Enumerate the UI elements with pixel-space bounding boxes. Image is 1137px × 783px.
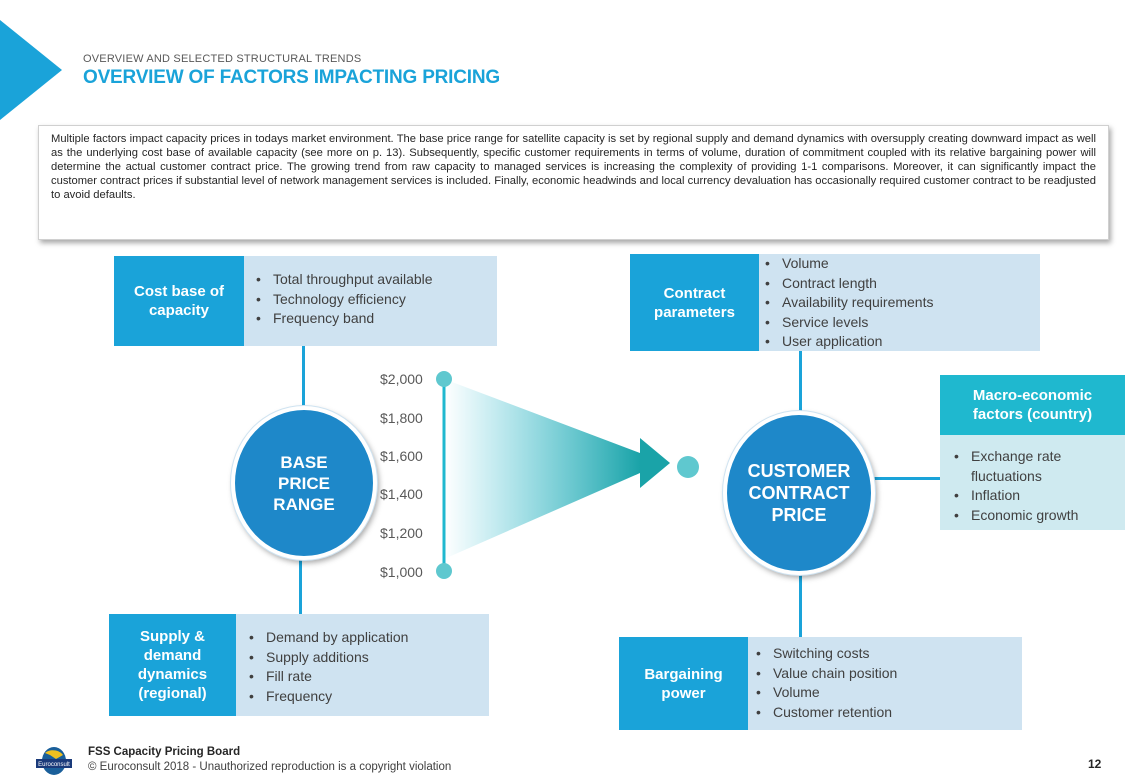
cost-base-title: Cost base of capacity <box>114 256 244 346</box>
supply-demand-list: Demand by application Supply additions F… <box>247 628 489 706</box>
intro-text: Multiple factors impact capacity prices … <box>51 133 1096 201</box>
list-item: Inflation <box>952 486 1125 506</box>
connector-supply-demand <box>299 560 302 616</box>
price-tick: $1,400 <box>380 486 423 502</box>
price-tick: $1,800 <box>380 410 423 426</box>
customer-price-label: CUSTOMER CONTRACT PRICE <box>747 461 851 525</box>
bargaining-body: Switching costs Value chain position Vol… <box>744 637 1022 730</box>
price-cone-graphic <box>436 371 699 579</box>
supply-demand-title: Supply & demand dynamics (regional) <box>109 614 236 716</box>
supply-demand-body: Demand by application Supply additions F… <box>233 614 489 716</box>
price-tick: $1,600 <box>380 448 423 464</box>
list-item: Customer retention <box>754 703 1022 723</box>
footer-copyright: © Euroconsult 2018 - Unauthorized reprod… <box>88 761 452 773</box>
macro-list: Exchange rate fluctuations Inflation Eco… <box>952 447 1125 525</box>
footer-title: FSS Capacity Pricing Board <box>88 746 241 758</box>
list-item: Supply additions <box>247 648 489 668</box>
connector-macro <box>868 477 940 480</box>
list-item: Technology efficiency <box>254 290 497 310</box>
list-item: Switching costs <box>754 644 1022 664</box>
bargaining-list: Switching costs Value chain position Vol… <box>754 644 1022 722</box>
contract-body: Volume Contract length Availability requ… <box>755 254 1040 351</box>
price-tick: $1,200 <box>380 525 423 541</box>
list-item: Volume <box>754 683 1022 703</box>
price-tick: $2,000 <box>380 371 423 387</box>
cost-base-list: Total throughput available Technology ef… <box>254 270 497 329</box>
connector-contract <box>799 351 802 411</box>
macro-title: Macro-economic factors (country) <box>940 375 1125 435</box>
list-item: Contract length <box>763 274 1040 294</box>
base-price-label: BASE PRICE RANGE <box>273 452 335 514</box>
list-item: Value chain position <box>754 664 1022 684</box>
corner-triangle-decoration <box>0 20 62 120</box>
euroconsult-logo: Euroconsult <box>36 747 72 775</box>
price-tick: $1,000 <box>380 564 423 580</box>
list-item: Availability requirements <box>763 293 1040 313</box>
list-item: Frequency <box>247 687 489 707</box>
list-item: Total throughput available <box>254 270 497 290</box>
section-label: OVERVIEW AND SELECTED STRUCTURAL TRENDS <box>83 53 362 65</box>
list-item: Service levels <box>763 313 1040 333</box>
list-item: Fill rate <box>247 667 489 687</box>
list-item: Demand by application <box>247 628 489 648</box>
base-price-range-circle: BASE PRICE RANGE <box>231 406 377 560</box>
list-item: Volume <box>763 254 1040 274</box>
list-item: User application <box>763 332 1040 352</box>
list-item: Frequency band <box>254 309 497 329</box>
logo-text: Euroconsult <box>38 762 70 768</box>
macro-body: Exchange rate fluctuations Inflation Eco… <box>940 435 1125 530</box>
connector-bargaining <box>799 575 802 637</box>
cost-base-body: Total throughput available Technology ef… <box>240 256 497 346</box>
page-number: 12 <box>1088 757 1102 771</box>
customer-contract-price-circle: CUSTOMER CONTRACT PRICE <box>723 411 875 575</box>
bargaining-title: Bargaining power <box>619 637 748 730</box>
list-item: Economic growth <box>952 506 1125 526</box>
page-title: OVERVIEW OF FACTORS IMPACTING PRICING <box>83 67 500 88</box>
list-item: Exchange rate fluctuations <box>952 447 1125 486</box>
intro-box: Multiple factors impact capacity prices … <box>38 125 1109 240</box>
connector-cost-base <box>302 346 305 406</box>
contract-title: Contract parameters <box>630 254 759 351</box>
contract-list: Volume Contract length Availability requ… <box>763 254 1040 352</box>
